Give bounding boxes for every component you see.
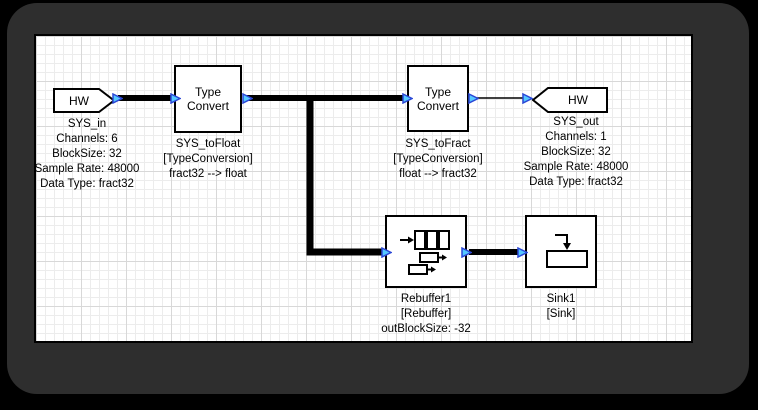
rebuffer-icon	[399, 229, 451, 275]
tofloat-input-port-icon[interactable]	[170, 93, 181, 104]
hw-out-input-port-icon[interactable]	[522, 93, 533, 104]
rebuffer-output-port-icon[interactable]	[461, 247, 472, 258]
tofloat-output-port-icon[interactable]	[242, 93, 253, 104]
sink-icon	[544, 227, 590, 269]
rebuffer-input-port-icon[interactable]	[381, 247, 392, 258]
label-sys-tofloat: SYS_toFloat [TypeConversion] fract32 -->…	[163, 137, 253, 182]
label-sys-out: SYS_out Channels: 1 BlockSize: 32 Sample…	[524, 115, 629, 190]
sys-tofloat-title: Type Convert	[176, 67, 240, 131]
label-rebuffer1: Rebuffer1 [Rebuffer] outBlockSize: -32	[381, 292, 471, 337]
tofract-output-port-icon[interactable]	[468, 93, 479, 104]
hw-out-title: HW	[548, 87, 608, 113]
block-sys-tofract[interactable]: Type Convert	[407, 65, 469, 132]
sys-tofract-title: Type Convert	[409, 67, 467, 130]
label-sys-in: SYS_in Channels: 6 BlockSize: 32 Sample …	[35, 117, 140, 192]
hw-in-output-port-icon[interactable]	[112, 93, 123, 104]
sink-input-port-icon[interactable]	[517, 247, 528, 258]
wire-branch-to-rebuffer[interactable]	[310, 98, 382, 252]
label-sys-tofract: SYS_toFract [TypeConversion] float --> f…	[393, 137, 483, 182]
label-sink1: Sink1 [Sink]	[547, 292, 576, 322]
tofract-input-port-icon[interactable]	[402, 93, 413, 104]
hw-in-title: HW	[53, 88, 105, 113]
block-sys-tofloat[interactable]: Type Convert	[174, 65, 242, 133]
